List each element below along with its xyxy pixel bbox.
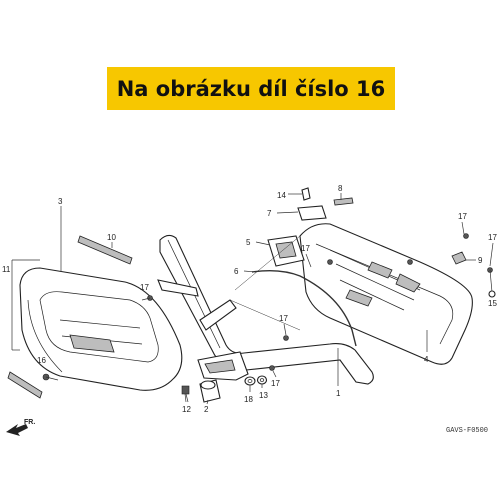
callout-3: 3	[58, 197, 63, 206]
leader-lines	[11, 193, 494, 405]
washer-18	[244, 376, 256, 386]
direction-label: FR.	[24, 419, 35, 426]
lower-strip	[7, 371, 43, 399]
part-8-strip	[333, 197, 354, 206]
callout-14: 14	[277, 191, 286, 200]
callout-12: 12	[182, 405, 191, 414]
callout-17-c: 17	[301, 244, 310, 253]
title-banner: Na obrázku díl číslo 16	[107, 67, 395, 110]
callout-17-f: 17	[271, 379, 280, 388]
screw-17-left	[141, 295, 153, 301]
callout-13: 13	[259, 391, 268, 400]
callout-labels: 1 2 3 4 5 6 7 8 9 10 11 12 13 14 15 16 1…	[2, 184, 497, 414]
part-7-plate	[297, 205, 327, 221]
banner-text: Na obrázku díl číslo 16	[116, 76, 386, 101]
screw-16	[42, 373, 59, 381]
callout-18: 18	[244, 395, 253, 404]
drawing-code: GAVS-F0500	[446, 427, 488, 435]
callout-2: 2	[204, 405, 209, 414]
callout-17-e: 17	[279, 314, 288, 323]
callout-10: 10	[107, 233, 116, 242]
screw-15	[487, 267, 496, 298]
callout-1: 1	[336, 389, 341, 398]
callout-6: 6	[234, 267, 239, 276]
callout-17-d: 17	[140, 283, 149, 292]
callout-9: 9	[478, 256, 483, 265]
cable-6	[251, 269, 357, 347]
callout-7: 7	[267, 209, 272, 218]
callout-5: 5	[246, 238, 251, 247]
bolt-12	[181, 385, 190, 403]
part-5-housing	[267, 235, 305, 267]
handlebar-bracket	[157, 279, 249, 381]
upper-strip	[77, 235, 133, 265]
callout-11: 11	[2, 265, 11, 274]
callout-8: 8	[338, 184, 343, 193]
nut-13	[256, 375, 268, 385]
part-9	[451, 251, 467, 265]
screw-17-mid	[283, 335, 289, 341]
callout-17-b: 17	[488, 233, 497, 242]
callout-4: 4	[424, 355, 429, 364]
screw-17-right	[463, 233, 469, 239]
callout-17-a: 17	[458, 212, 467, 221]
screw-17-lower	[269, 365, 275, 371]
front-cover	[19, 267, 183, 391]
callout-15: 15	[488, 299, 497, 308]
part-2-holder	[199, 379, 221, 403]
callout-16: 16	[37, 356, 46, 365]
clip-14	[301, 187, 311, 201]
front-direction-arrow: FR.	[6, 419, 35, 436]
rear-cover	[299, 223, 473, 365]
